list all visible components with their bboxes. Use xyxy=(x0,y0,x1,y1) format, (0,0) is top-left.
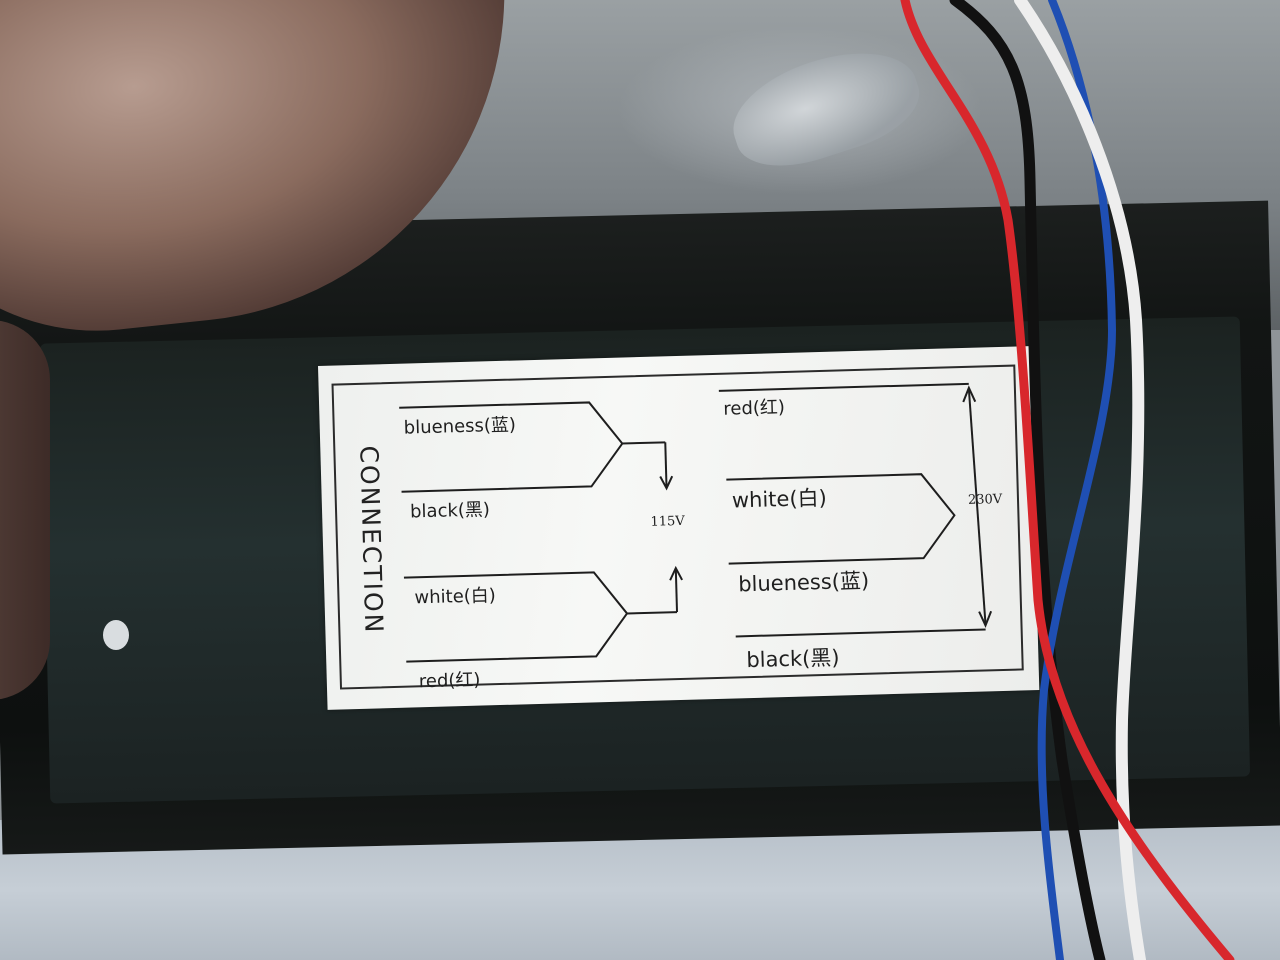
arrowhead-up-230 xyxy=(962,385,977,403)
junction-line-bottom xyxy=(627,611,678,615)
arrowhead-up xyxy=(669,565,683,581)
wire-line-black-right xyxy=(735,628,986,638)
black-cable xyxy=(949,0,1106,960)
arrowhead-down-230 xyxy=(978,610,993,629)
hand-edge xyxy=(0,320,50,700)
red-cable xyxy=(900,0,1235,960)
voltage-arrow-230 xyxy=(967,389,987,624)
wire-line-red-right xyxy=(718,382,969,392)
voltage-arrow-115-top xyxy=(664,442,668,487)
junction-line-top xyxy=(622,441,666,445)
voltage-arrow-115-bottom xyxy=(674,570,679,613)
wire-line-white-blueness xyxy=(726,473,956,565)
wiring-diagram xyxy=(399,382,993,663)
connection-label: CONNECTION blueness(蓝) black(黑) white(白)… xyxy=(318,346,1040,710)
mounting-hole xyxy=(103,620,129,650)
white-cable xyxy=(1014,0,1146,960)
arrowhead-down xyxy=(659,475,674,491)
